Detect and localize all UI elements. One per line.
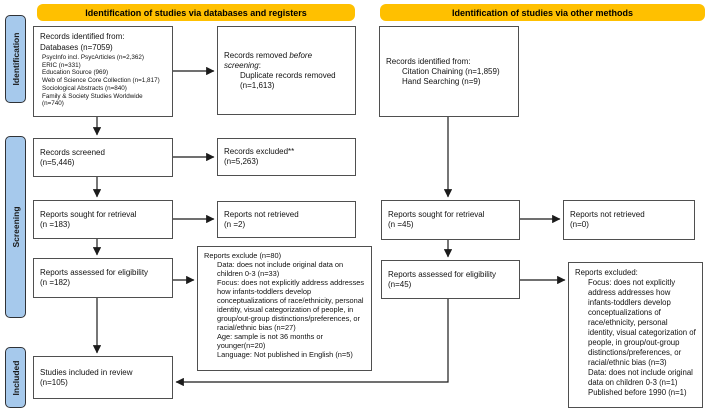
stage-label-text: Identification bbox=[10, 32, 21, 86]
exclusion-reason: Published before 1990 (n=1) bbox=[588, 388, 687, 397]
banner-other-methods: Identification of studies via other meth… bbox=[380, 4, 705, 21]
box-records-screened: Records screened (n=5,446) bbox=[33, 138, 173, 177]
box-title: Reports exclude (n=80) bbox=[204, 251, 282, 260]
box-line: Reports not retrieved bbox=[570, 210, 645, 219]
italic-phrase: before screening bbox=[224, 50, 313, 70]
box-line: (n=105) bbox=[40, 377, 68, 387]
other-source: Hand Searching (n=9) bbox=[402, 76, 481, 86]
stage-label-text: Screening bbox=[10, 206, 21, 248]
exclusion-reason: Data: does not include original data on … bbox=[217, 260, 344, 278]
box-reports-exclude-reasons: Reports exclude (n=80) Data: does not in… bbox=[197, 246, 372, 371]
box-line: Reports sought for retrieval bbox=[388, 210, 485, 219]
box-line: (n =45) bbox=[388, 220, 414, 229]
box-line: Reports assessed for eligibility bbox=[388, 269, 497, 279]
database-source: PsycInfo incl. PsycArticles (n=2,362) bbox=[42, 54, 145, 61]
box-records-identified-other: Records identified from: Citation Chaini… bbox=[379, 26, 519, 117]
database-source: ERIC (n=331) bbox=[42, 61, 81, 69]
exclusion-reason: Focus: does not explicitly address addre… bbox=[217, 278, 365, 332]
stage-label-text: Included bbox=[10, 360, 21, 395]
box-records-removed-before-screening: Records removed before screening: Duplic… bbox=[217, 26, 356, 115]
box-reports-excluded-reasons-other: Reports excluded: Focus: does not explic… bbox=[568, 262, 703, 408]
box-line: (n =183) bbox=[40, 219, 71, 229]
stage-label-screening: Screening bbox=[5, 136, 26, 318]
box-line: (n =2) bbox=[224, 219, 246, 229]
box-line: Databases (n=7059) bbox=[40, 42, 113, 52]
box-line: Reports sought for retrieval bbox=[40, 209, 137, 219]
box-line: Reports not retrieved bbox=[224, 209, 299, 219]
database-source: Education Source (969) bbox=[42, 69, 109, 77]
box-reports-sought-databases: Reports sought for retrieval (n =183) bbox=[33, 200, 173, 239]
box-records-excluded: Records excluded** (n=5,263) bbox=[217, 138, 356, 176]
stage-label-identification: Identification bbox=[5, 15, 26, 103]
box-records-identified-databases: Records identified from: Databases (n=70… bbox=[33, 26, 173, 117]
exclusion-reason: Focus: does not explicitly address addre… bbox=[588, 278, 696, 367]
box-line: Reports assessed for eligibility bbox=[40, 268, 149, 277]
exclusion-reason: Age: sample is not 36 months or younger(… bbox=[217, 332, 323, 350]
box-reports-not-retrieved-other: Reports not retrieved (n=0) bbox=[563, 200, 695, 240]
box-reports-sought-other: Reports sought for retrieval (n =45) bbox=[381, 200, 520, 240]
box-line: Records removed before screening: bbox=[224, 50, 313, 70]
box-studies-included: Studies included in review (n=105) bbox=[33, 356, 173, 399]
banner-databases-registers: Identification of studies via databases … bbox=[37, 4, 355, 21]
box-line: (n=5,263) bbox=[224, 157, 259, 166]
box-line: Records screened bbox=[40, 147, 105, 157]
other-source: Citation Chaining (n=1,859) bbox=[402, 66, 500, 76]
box-line: (n=0) bbox=[570, 220, 589, 229]
database-source: Web of Science Core Collection (n=1,817) bbox=[42, 77, 160, 85]
box-title: Reports excluded: bbox=[575, 268, 638, 277]
box-line: Records identified from: bbox=[386, 56, 471, 66]
box-line: Studies included in review bbox=[40, 367, 133, 377]
exclusion-reason: Language: Not published in English (n=5) bbox=[217, 350, 353, 359]
banner-label: Identification of studies via other meth… bbox=[451, 7, 634, 18]
box-line: Duplicate records removed (n=1,613) bbox=[240, 70, 336, 90]
box-line: Records identified from: bbox=[40, 32, 125, 41]
exclusion-reason: Data: does not include original data on … bbox=[588, 368, 693, 387]
box-reports-assessed-other: Reports assessed for eligibility (n=45) bbox=[381, 260, 520, 299]
arrow-other-assessed-to-included-elbow bbox=[175, 299, 449, 387]
database-source: Family & Society Studies Worldwide (n=74… bbox=[42, 92, 143, 108]
box-line: Records excluded** bbox=[224, 147, 295, 156]
box-reports-assessed-databases: Reports assessed for eligibility (n =182… bbox=[33, 258, 173, 298]
banner-label: Identification of studies via databases … bbox=[85, 7, 307, 18]
box-line: (n=45) bbox=[388, 279, 412, 289]
database-source-list: PsycInfo incl. PsycArticles (n=2,362) ER… bbox=[40, 54, 166, 108]
box-reports-not-retrieved-databases: Reports not retrieved (n =2) bbox=[217, 201, 356, 238]
stage-label-included: Included bbox=[5, 347, 26, 408]
database-source: Sociological Abstracts (n=840) bbox=[42, 84, 127, 92]
box-line: (n=5,446) bbox=[40, 157, 75, 167]
box-line: (n =182) bbox=[40, 278, 71, 287]
